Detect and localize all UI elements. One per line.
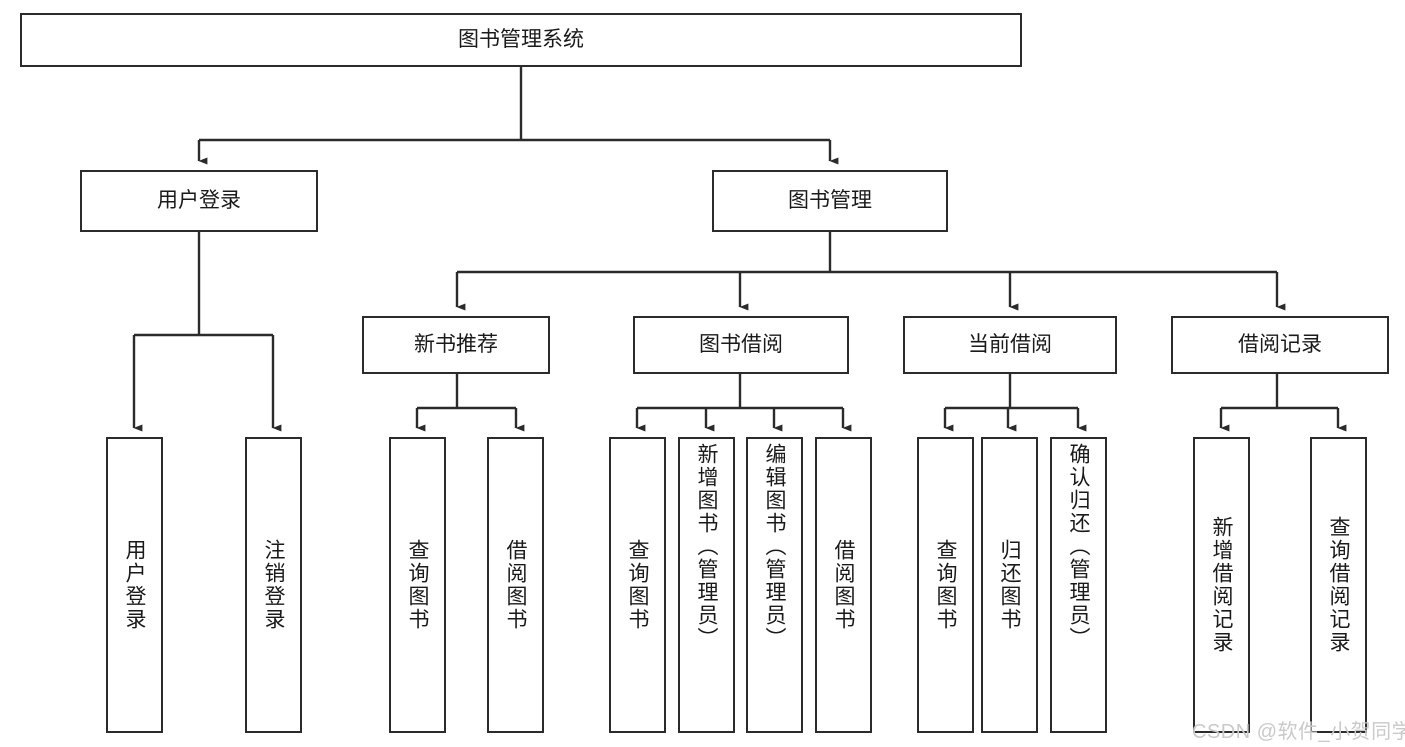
node-label: 用户登录 [157, 189, 241, 213]
node-leaf-leaf-return-book[interactable]: 归还图书 [981, 437, 1038, 733]
node-label: 归还图书 [998, 539, 1021, 631]
node-label: 借阅记录 [1238, 333, 1322, 357]
node-leaf-leaf-user-login[interactable]: 用户登录 [106, 437, 163, 733]
node-level3-new-book-recommend[interactable]: 新书推荐 [362, 316, 550, 374]
node-label: 确认归还（管理员） [1067, 443, 1090, 650]
node-label: 查询借阅记录 [1327, 516, 1350, 654]
node-leaf-leaf-user-logout[interactable]: 注销登录 [245, 437, 302, 733]
node-label: 查询图书 [406, 539, 429, 631]
node-leaf-leaf-borrow-book-2[interactable]: 借阅图书 [815, 437, 872, 733]
node-leaf-leaf-confirm-return[interactable]: 确认归还（管理员） [1050, 437, 1107, 733]
node-label: 图书借阅 [699, 333, 783, 357]
node-label: 查询图书 [626, 539, 649, 631]
node-level2-book-management[interactable]: 图书管理 [712, 170, 948, 232]
node-label: 当前借阅 [968, 333, 1052, 357]
node-leaf-leaf-query-record[interactable]: 查询借阅记录 [1310, 437, 1367, 733]
node-level2-user-login[interactable]: 用户登录 [80, 170, 318, 232]
node-leaf-leaf-add-book[interactable]: 新增图书（管理员） [678, 437, 735, 733]
node-root-root[interactable]: 图书管理系统 [20, 13, 1022, 67]
node-label: 图书管理 [788, 189, 872, 213]
node-label: 新增图书（管理员） [695, 443, 718, 650]
node-leaf-leaf-add-record[interactable]: 新增借阅记录 [1193, 437, 1250, 733]
node-leaf-leaf-query-book-2[interactable]: 查询图书 [609, 437, 666, 733]
node-label: 用户登录 [123, 539, 146, 631]
node-leaf-leaf-query-book-1[interactable]: 查询图书 [389, 437, 446, 733]
node-label: 新增借阅记录 [1210, 516, 1233, 654]
node-leaf-leaf-borrow-book-1[interactable]: 借阅图书 [487, 437, 544, 733]
node-label: 借阅图书 [504, 539, 527, 631]
node-label: 新书推荐 [414, 333, 498, 357]
node-level3-book-borrow[interactable]: 图书借阅 [633, 316, 849, 374]
node-level3-current-borrow[interactable]: 当前借阅 [903, 316, 1117, 374]
node-label: 注销登录 [262, 539, 285, 631]
node-leaf-leaf-edit-book[interactable]: 编辑图书（管理员） [746, 437, 803, 733]
node-level3-borrow-record[interactable]: 借阅记录 [1171, 316, 1389, 374]
node-label: 查询图书 [934, 539, 957, 631]
node-label: 图书管理系统 [458, 28, 584, 52]
node-label: 编辑图书（管理员） [763, 443, 786, 650]
node-label: 借阅图书 [832, 539, 855, 631]
node-leaf-leaf-query-book-3[interactable]: 查询图书 [917, 437, 974, 733]
